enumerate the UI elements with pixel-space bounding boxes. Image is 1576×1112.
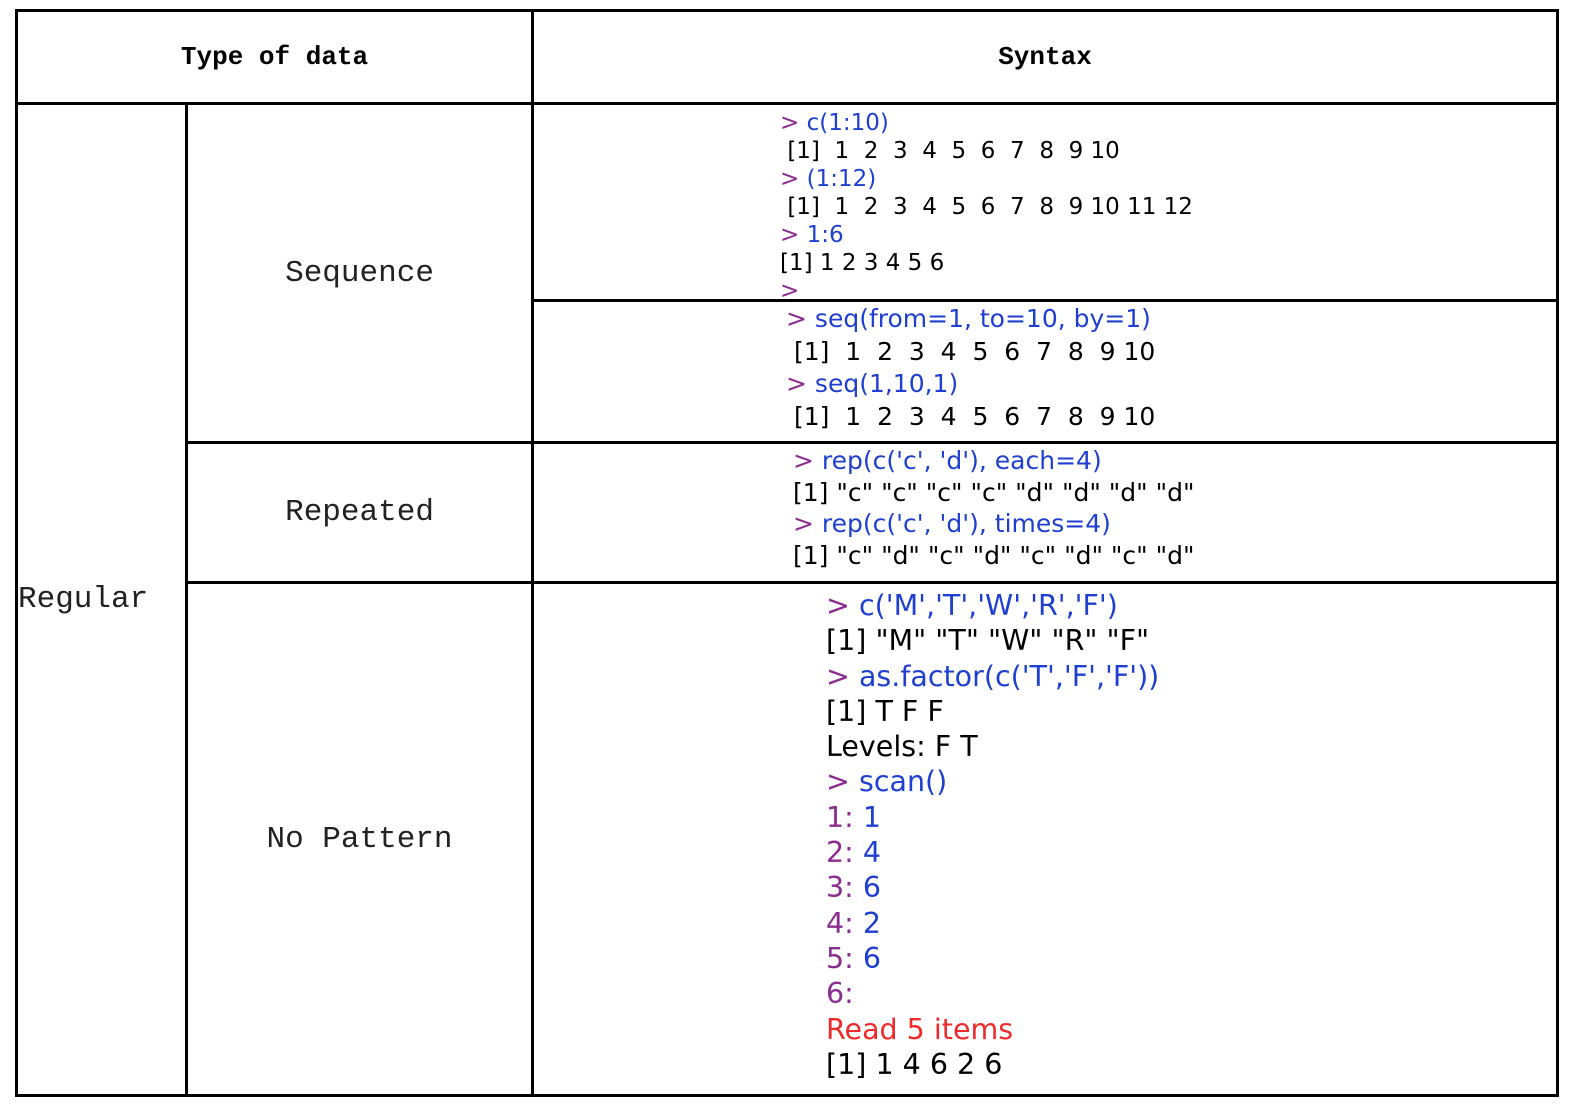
command-text: seq(1,10,1) (814, 369, 959, 398)
sequence-row-1: Regular Sequence > c(1:10) [1] 1 2 3 4 5… (15, 102, 1560, 1097)
repeated-label: Repeated (184, 441, 535, 584)
console-output-line: [1] 1 2 3 4 5 6 7 8 9 10 (786, 401, 1156, 431)
console-command-line: > seq(1,10,1) (786, 368, 1155, 401)
command-text: as.factor(c('T','F','F')) (858, 659, 1160, 693)
scan-index: 6: (826, 977, 854, 1011)
scan-value: 6 (862, 941, 881, 975)
no-pattern-syntax-cell: > c('M','T','W','R','F')[1] "M" "T" "W" … (531, 581, 1560, 1097)
prompt-symbol: > (793, 446, 814, 475)
console-command-line: > as.factor(c('T','F','F')) (826, 659, 1159, 694)
scan-value: 4 (862, 836, 881, 870)
sequence-row-2: > seq(from=1, to=10, by=1) [1] 1 2 3 4 5… (17, 299, 1560, 444)
console-command-line: > c('M','T','W','R','F') (826, 588, 1159, 623)
command-text: 1:6 (806, 222, 844, 248)
command-text: rep(c('c', 'd'), times=4) (821, 509, 1111, 538)
console-output-line: [1] 1 4 6 2 6 (826, 1047, 1003, 1081)
prompt-symbol: > (786, 369, 807, 398)
r-console-repeated: > rep(c('c', 'd'), each=4)[1] "c" "c" "c… (793, 445, 1194, 571)
scan-input-line: 6: (826, 976, 1159, 1011)
console-command-line: > rep(c('c', 'd'), times=4) (793, 508, 1194, 540)
console-command-line: > scan() (826, 764, 1159, 799)
console-command-line: > seq(from=1, to=10, by=1) (786, 303, 1155, 336)
scan-index: 4: (826, 906, 854, 940)
no-pattern-label: No Pattern (184, 581, 535, 1097)
type-of-data-header: Type of data (14, 9, 535, 105)
no-pattern-row: No Pattern > c('M','T','W','R','F')[1] "… (17, 581, 1560, 1097)
command-text: c('M','T','W','R','F') (858, 589, 1118, 622)
console-command-line: > (1:12) (780, 165, 1193, 193)
console-output-line: [1] T F F (826, 694, 944, 728)
console-output-line: Levels: F T (826, 730, 978, 764)
r-console-sequence-2: > seq(from=1, to=10, by=1) [1] 1 2 3 4 5… (786, 303, 1155, 433)
command-text: rep(c('c', 'd'), each=4) (821, 446, 1102, 475)
r-console-no-pattern: > c('M','T','W','R','F')[1] "M" "T" "W" … (826, 588, 1159, 1082)
prompt-symbol: > (793, 509, 814, 538)
prompt-symbol: > (780, 166, 800, 192)
sequence-syntax-cell-1: > c(1:10) [1] 1 2 3 4 5 6 7 8 9 10> (1:1… (531, 102, 1560, 304)
sequence-syntax-cell-2: > seq(from=1, to=10, by=1) [1] 1 2 3 4 5… (531, 299, 1560, 444)
prompt-symbol: > (780, 222, 800, 248)
header-row: Type of data Syntax (14, 9, 1560, 105)
console-command-line: > c(1:10) (780, 109, 1193, 137)
console-output-line: [1] "c" "c" "c" "c" "d" "d" "d" "d" (793, 477, 1195, 507)
regular-label: Regular (15, 102, 188, 1097)
scan-index: 2: (826, 836, 854, 870)
scan-value: 6 (862, 871, 881, 905)
scan-input-line: 5: 6 (826, 941, 1159, 976)
command-text: scan() (858, 765, 948, 799)
prompt-symbol: > (826, 589, 850, 622)
console-prompt-line: > (780, 277, 1193, 305)
console-output-line: [1] 1 2 3 4 5 6 7 8 9 10 (786, 336, 1156, 366)
sequence-label: Sequence (184, 102, 535, 444)
scan-value: 1 (862, 800, 881, 834)
scan-index: 5: (826, 941, 854, 975)
console-output-line: [1] "M" "T" "W" "R" "F" (826, 624, 1150, 658)
prompt-symbol: > (826, 659, 850, 693)
prompt-symbol: > (780, 278, 800, 304)
data-types-table: Type of data Syntax Regular Sequence > c… (14, 9, 1560, 1097)
command-text: (1:12) (806, 166, 877, 192)
scan-input-line: 2: 4 (826, 835, 1159, 870)
repeated-syntax-cell: > rep(c('c', 'd'), each=4)[1] "c" "c" "c… (531, 441, 1560, 584)
console-command-line: > rep(c('c', 'd'), each=4) (793, 445, 1194, 477)
console-output-line: [1] "c" "d" "c" "d" "c" "d" "c" "d" (793, 540, 1195, 570)
prompt-symbol: > (780, 110, 800, 136)
console-output-line: [1] 1 2 3 4 5 6 (780, 250, 945, 276)
console-output-line: [1] 1 2 3 4 5 6 7 8 9 10 11 12 (780, 194, 1193, 220)
scan-index: 3: (826, 871, 854, 905)
prompt-symbol: > (826, 765, 850, 799)
console-output-line: [1] 1 2 3 4 5 6 7 8 9 10 (780, 138, 1120, 164)
scan-input-line: 4: 2 (826, 906, 1159, 941)
command-text: c(1:10) (806, 110, 889, 136)
console-message-line: Read 5 items (826, 1012, 1014, 1046)
scan-index: 1: (826, 800, 854, 834)
r-console-sequence-1: > c(1:10) [1] 1 2 3 4 5 6 7 8 9 10> (1:1… (780, 109, 1193, 305)
console-command-line: > 1:6 (780, 221, 1193, 249)
scan-input-line: 3: 6 (826, 870, 1159, 905)
syntax-header: Syntax (531, 9, 1560, 105)
command-text: seq(from=1, to=10, by=1) (814, 304, 1151, 333)
repeated-row: Repeated > rep(c('c', 'd'), each=4)[1] "… (17, 441, 1560, 584)
scan-value: 2 (862, 906, 881, 940)
scan-input-line: 1: 1 (826, 800, 1159, 835)
prompt-symbol: > (786, 304, 807, 333)
